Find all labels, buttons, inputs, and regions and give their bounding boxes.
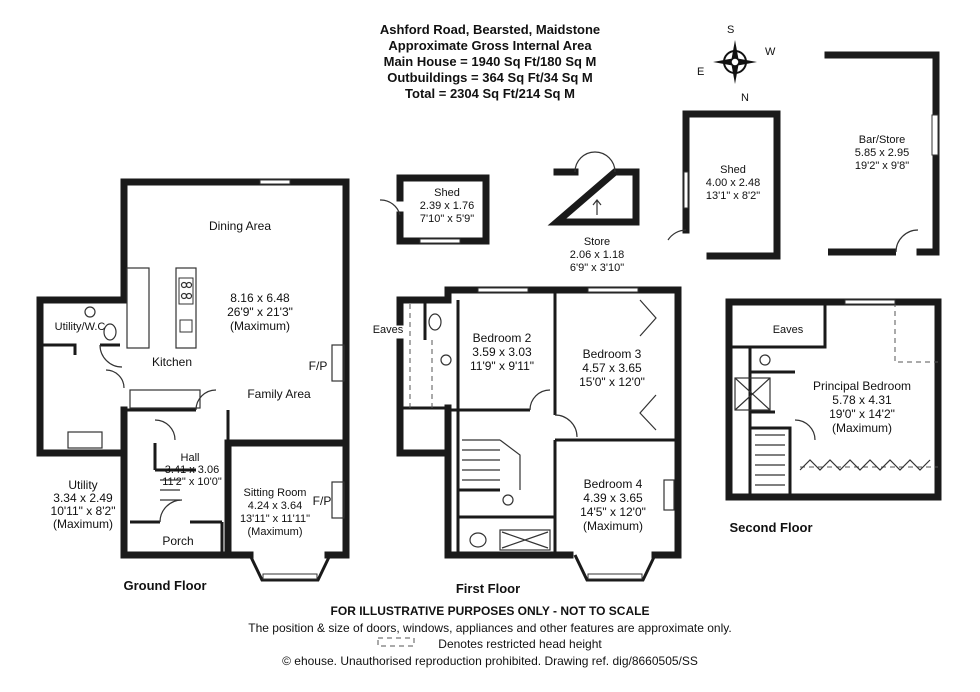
restricted-head-height-symbol	[377, 637, 415, 647]
fireplace-label-1: F/P	[309, 359, 328, 373]
store-dims-2: 6'9" x 3'10"	[570, 262, 624, 274]
principal-bedroom-dims-3: (Maximum)	[832, 421, 892, 435]
header-main-house: Main House = 1940 Sq Ft/180 Sq M	[383, 54, 597, 69]
kitchen-label: Kitchen	[152, 355, 192, 369]
second-floor-title: Second Floor	[729, 520, 812, 535]
first-floor-title: First Floor	[456, 581, 520, 596]
fireplace-label-2: F/P	[313, 494, 332, 508]
principal-bedroom-dims-1: 5.78 x 4.31	[832, 393, 892, 407]
shed-small-label: Shed	[434, 187, 460, 199]
kitchen-dims-1: 8.16 x 6.48	[230, 291, 290, 305]
shed-large-dims-1: 4.00 x 2.48	[706, 177, 760, 189]
compass-s: S	[727, 24, 734, 36]
principal-bedroom-dims-2: 19'0" x 14'2"	[829, 407, 895, 421]
compass-e: E	[697, 66, 704, 78]
ground-floor-plan	[36, 178, 350, 582]
hall-dims-2: 11'2" x 10'0"	[162, 476, 222, 488]
sitting-room-dims-2: 13'11" x 11'11"	[240, 513, 310, 525]
bedroom-4-dims-1: 4.39 x 3.65	[583, 491, 643, 505]
bar-store-dims-1: 5.85 x 2.95	[855, 147, 909, 159]
sitting-room-dims-1: 4.24 x 3.64	[248, 500, 302, 512]
bedroom-3-dims-2: 15'0" x 12'0"	[579, 375, 645, 389]
eaves-label-second: Eaves	[773, 324, 804, 336]
shed-small-plan	[379, 174, 490, 245]
bar-store-label: Bar/Store	[859, 134, 905, 146]
utility-dims-3: (Maximum)	[53, 517, 113, 531]
compass-icon: S W E N	[697, 24, 776, 104]
utility-label: Utility	[68, 478, 97, 492]
footer-disclaimer-text: The position & size of doors, windows, a…	[248, 621, 732, 635]
second-floor-plan	[725, 298, 942, 501]
principal-bedroom-label: Principal Bedroom	[813, 379, 911, 393]
first-floor-plan	[396, 286, 682, 582]
header-outbuildings: Outbuildings = 364 Sq Ft/34 Sq M	[387, 70, 593, 85]
shed-large-plan	[667, 110, 781, 260]
hall-dims-1: 3.41 x 3.06	[165, 464, 219, 476]
bedroom-4-label: Bedroom 4	[584, 477, 643, 491]
bedroom-3-dims-1: 4.57 x 3.65	[582, 361, 642, 375]
shed-large-label: Shed	[720, 164, 746, 176]
dining-area-label: Dining Area	[209, 219, 271, 233]
store-dims-1: 2.06 x 1.18	[570, 249, 624, 261]
header-address: Ashford Road, Bearsted, Maidstone	[379, 22, 601, 37]
shed-large-dims-2: 13'1" x 8'2"	[706, 190, 760, 202]
shed-small-dims-2: 7'10" x 5'9"	[420, 213, 474, 225]
porch-label: Porch	[162, 534, 193, 548]
bedroom-2-label: Bedroom 2	[473, 331, 532, 345]
sitting-room-dims-3: (Maximum)	[248, 526, 303, 538]
footer-disclaimer-title: FOR ILLUSTRATIVE PURPOSES ONLY - NOT TO …	[330, 604, 650, 618]
family-area-label: Family Area	[247, 387, 311, 401]
header-area-title: Approximate Gross Internal Area	[388, 38, 592, 53]
ground-floor-title: Ground Floor	[123, 578, 206, 593]
store-label: Store	[584, 236, 610, 248]
footer-copyright: © ehouse. Unauthorised reproduction proh…	[282, 654, 698, 668]
eaves-label-first: Eaves	[373, 324, 404, 336]
utility-dims-2: 10'11" x 8'2"	[51, 504, 116, 518]
utility-dims-1: 3.34 x 2.49	[53, 491, 113, 505]
compass-w: W	[765, 46, 776, 58]
header-total: Total = 2304 Sq Ft/214 Sq M	[405, 86, 575, 101]
store-plan	[547, 151, 640, 226]
sitting-room-label: Sitting Room	[244, 487, 307, 499]
utility-wc-label: Utility/W.C	[55, 321, 106, 333]
bar-store-dims-2: 19'2" x 9'8"	[855, 160, 909, 172]
bedroom-3-label: Bedroom 3	[583, 347, 642, 361]
bedroom-2-dims-1: 3.59 x 3.03	[472, 345, 532, 359]
hall-label: Hall	[181, 452, 200, 464]
footer-legend-text: Denotes restricted head height	[438, 637, 602, 651]
bedroom-4-dims-3: (Maximum)	[583, 519, 643, 533]
bedroom-4-dims-2: 14'5" x 12'0"	[580, 505, 646, 519]
bar-store-plan	[824, 51, 940, 256]
kitchen-dims-2: 26'9" x 21'3"	[227, 305, 293, 319]
bedroom-2-dims-2: 11'9" x 9'11"	[470, 359, 534, 373]
compass-n: N	[741, 92, 749, 104]
kitchen-dims-3: (Maximum)	[230, 319, 290, 333]
shed-small-dims-1: 2.39 x 1.76	[420, 200, 474, 212]
